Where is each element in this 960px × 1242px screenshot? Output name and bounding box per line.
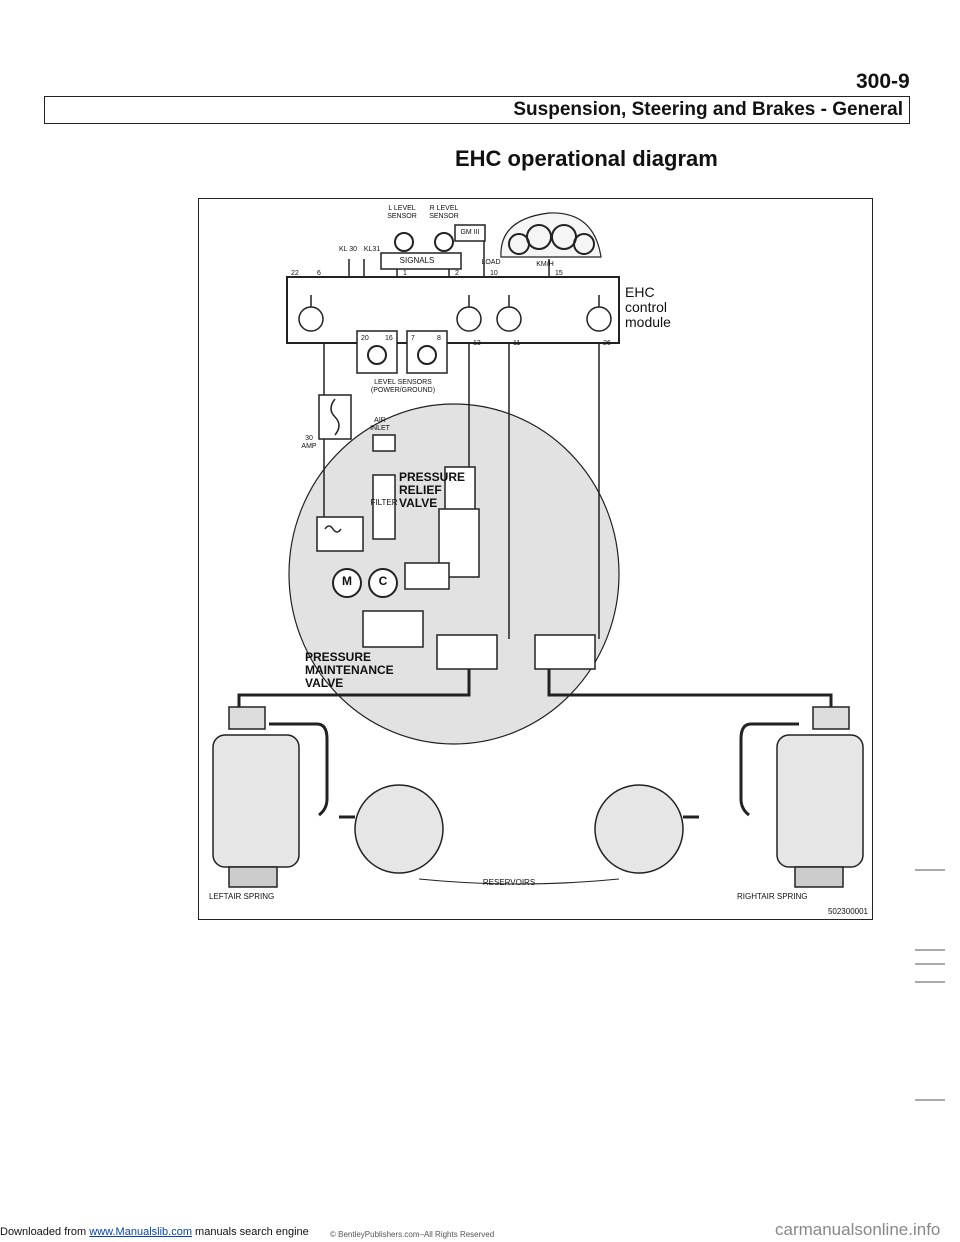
- pin-label: 11: [513, 340, 521, 347]
- section-header-bar: Suspension, Steering and Brakes - Genera…: [44, 96, 910, 124]
- pressure-maintenance-valve: [362, 610, 424, 648]
- left-reservoir: [354, 784, 444, 874]
- pin-label: 1: [403, 270, 407, 277]
- manualslib-link[interactable]: www.Manualslib.com: [89, 1226, 192, 1238]
- pin-label: 16: [385, 335, 393, 342]
- copyright-notice: © BentleyPublishers.com–All Rights Reser…: [330, 1230, 495, 1239]
- filter: [372, 474, 396, 540]
- pin-label: 26: [603, 340, 611, 347]
- signals-label: SIGNALS: [399, 256, 435, 265]
- watermark: carmanualsonline.info: [775, 1220, 941, 1239]
- ehc-control-module: [286, 276, 620, 344]
- gm3-box: [454, 224, 486, 242]
- diagram-title: EHC operational diagram: [455, 146, 718, 171]
- footer-prefix: Downloaded from: [0, 1226, 90, 1238]
- download-footer: Downloaded from www.Manualslib.com manua…: [0, 1226, 309, 1238]
- pin-label: 8: [437, 335, 441, 342]
- l-level-sensor-icon: [394, 232, 414, 252]
- level-sensor-left-icon: [367, 345, 387, 365]
- pin-label: 22: [291, 270, 299, 277]
- figure-code: 502300001: [827, 907, 868, 916]
- pin-label: 10: [490, 270, 498, 277]
- km-speed-label: KM/H: [536, 261, 554, 268]
- amp-label: 30 AMP: [301, 435, 317, 450]
- level-sensor-right-icon: [417, 345, 437, 365]
- right-air-spring: [776, 734, 864, 868]
- pin-label: 6: [317, 270, 321, 277]
- left-spring-label: LEFTAIR SPRING: [209, 892, 275, 901]
- pressure-maintenance-label: PRESSURE MAINTENANCE VALVE: [305, 650, 394, 690]
- ehc-module-label: EHC control module: [625, 284, 671, 330]
- pin-label: 7: [411, 335, 415, 342]
- pin-label: 13: [473, 340, 481, 347]
- compressor-icon: [368, 568, 398, 598]
- pin-label: 20: [361, 335, 369, 342]
- kl30-label: KL 30: [338, 246, 358, 253]
- page-number: 300-9: [856, 70, 910, 93]
- left-air-spring: [212, 734, 300, 868]
- motor-icon: [332, 568, 362, 598]
- air-dryer: [404, 562, 450, 590]
- right-reservoir: [594, 784, 684, 874]
- pin-label: 2: [455, 270, 459, 277]
- air-inlet-label: AIR INLET: [370, 417, 390, 432]
- reservoirs-label: RESERVOIRS: [482, 878, 536, 887]
- r-level-sensor-label: R LEVEL SENSOR: [429, 205, 459, 220]
- gm3-label: GM III: [460, 229, 480, 236]
- right-solenoid-valve: [534, 634, 596, 670]
- motor-label: M: [342, 574, 352, 588]
- kl31-label: KL31: [363, 246, 381, 253]
- pin-label: 15: [555, 270, 563, 277]
- footer-suffix: manuals search engine: [191, 1226, 309, 1238]
- compressor-relay: [316, 516, 364, 552]
- margin-binding-marks: [915, 869, 945, 1101]
- pressure-relief-label: PRESSURE RELIEF VALVE: [399, 470, 466, 510]
- section-title: Suspension, Steering and Brakes - Genera…: [513, 99, 903, 120]
- l-level-sensor-label: L LEVEL SENSOR: [387, 205, 417, 220]
- left-solenoid-valve: [436, 634, 498, 670]
- load-label: LOAD: [481, 259, 501, 266]
- diagram-frame: L LEVEL SENSOR R LEVEL SENSOR GM III KL …: [198, 198, 873, 920]
- filter-label: FILTER: [370, 498, 398, 507]
- compressor-label: C: [378, 574, 388, 588]
- ehc-diagram-drawing: [212, 212, 864, 888]
- right-spring-label: RIGHTAIR SPRING: [737, 892, 808, 901]
- r-level-sensor-icon: [434, 232, 454, 252]
- level-sensors-power-label: LEVEL SENSORS (POWER/GROUND): [370, 379, 436, 394]
